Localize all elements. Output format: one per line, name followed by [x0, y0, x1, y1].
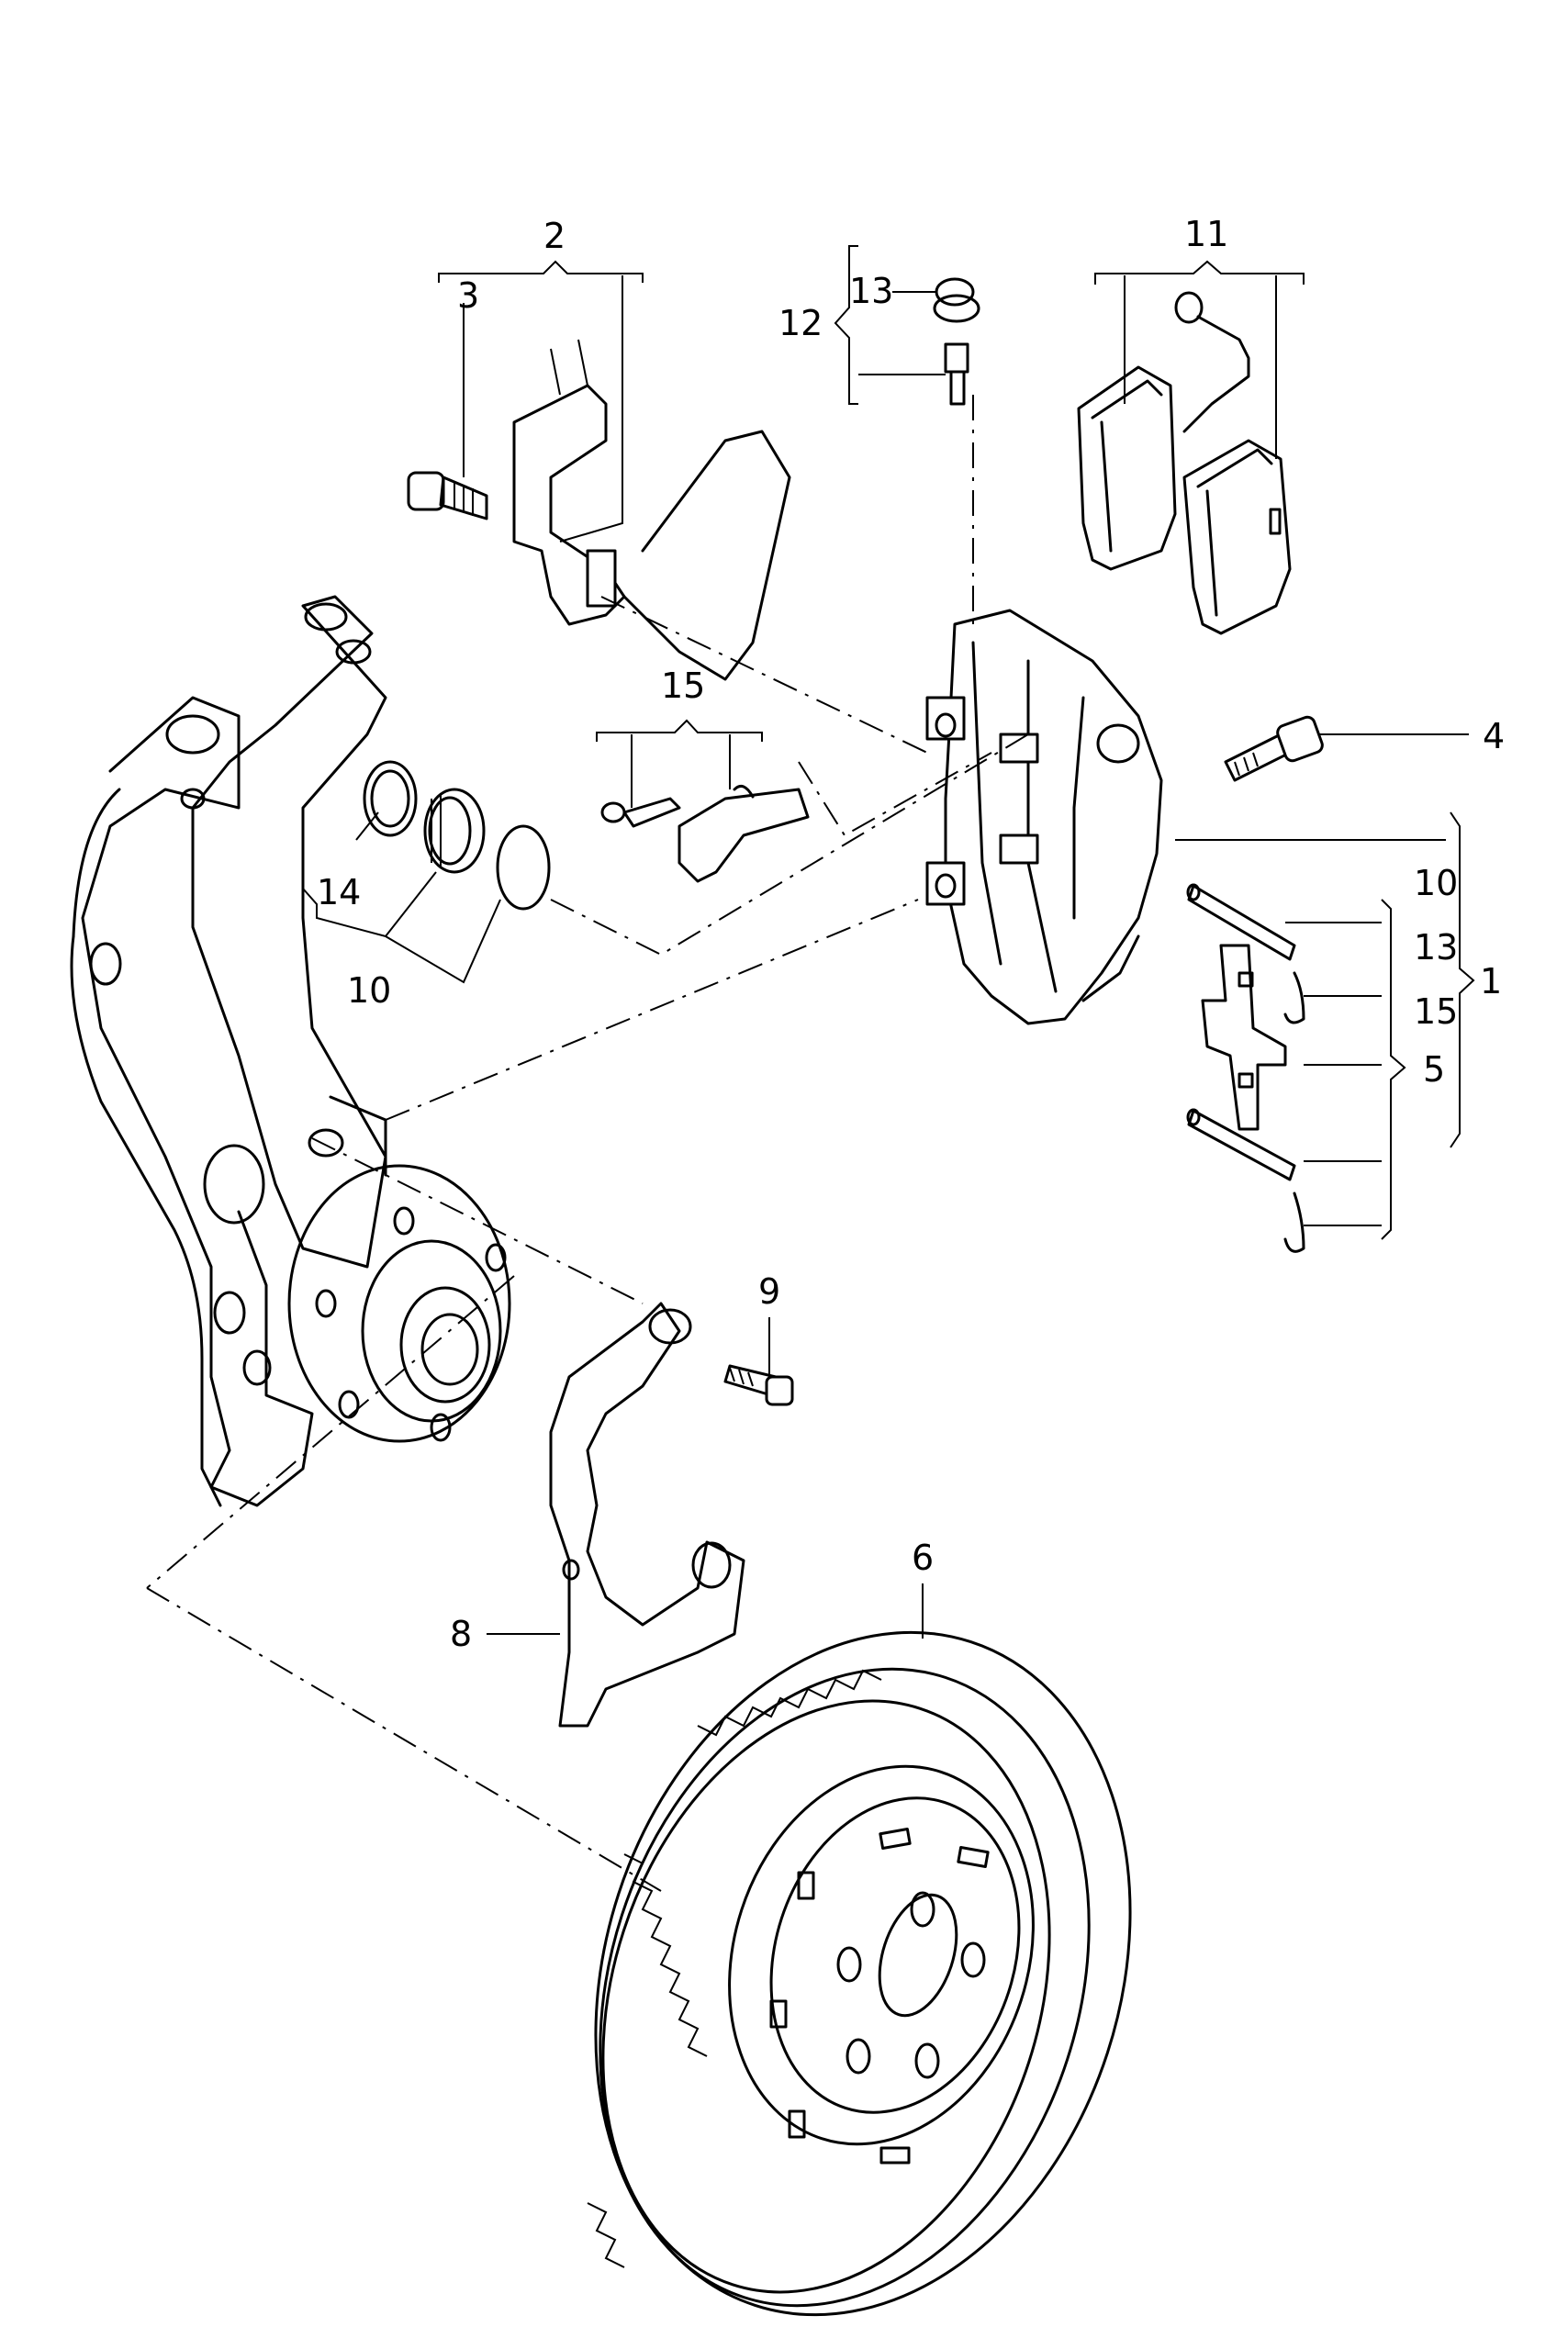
bolt-9	[723, 1364, 794, 1406]
callout-10-right: 10	[1414, 863, 1458, 903]
callout-2: 2	[543, 216, 566, 256]
steering-knuckle	[70, 595, 387, 1507]
brake-disc	[587, 1630, 1132, 2317]
callout-9: 9	[758, 1271, 780, 1312]
assembly-lines	[146, 395, 1029, 1892]
anti-rattle-spring	[600, 784, 810, 883]
callout-12: 12	[778, 303, 823, 343]
callout-11: 11	[1184, 214, 1228, 254]
wheel-hub	[287, 1164, 511, 1443]
callout-15-right: 15	[1414, 991, 1458, 1032]
callout-3: 3	[457, 275, 479, 316]
pad-retainer-kit	[1186, 883, 1305, 1253]
brake-pads	[1077, 291, 1292, 635]
callout-13-top: 13	[849, 271, 893, 311]
bolt-3	[407, 471, 488, 520]
piston-seal-kit	[363, 760, 551, 911]
callout-15-top: 15	[661, 666, 705, 706]
callout-10-left: 10	[347, 970, 391, 1011]
callout-8: 8	[450, 1614, 472, 1654]
callout-1: 1	[1480, 961, 1502, 1001]
callout-leaders	[302, 245, 1475, 1639]
brake-caliper	[925, 609, 1163, 1025]
brake-line-bracket	[512, 339, 791, 681]
callout-5: 5	[1423, 1049, 1445, 1090]
bleeder-valve	[933, 277, 980, 406]
callout-4: 4	[1483, 716, 1505, 756]
brake-dust-shield	[549, 1302, 745, 1728]
callout-numbers: 2 3 11 13 12 15 4 10 13 1 15 5 14 10 9 6…	[317, 214, 1505, 1654]
callout-14: 14	[317, 872, 361, 912]
callout-6: 6	[912, 1538, 934, 1578]
callout-13-right: 13	[1414, 927, 1458, 968]
guide-bolt-4	[1224, 715, 1324, 782]
